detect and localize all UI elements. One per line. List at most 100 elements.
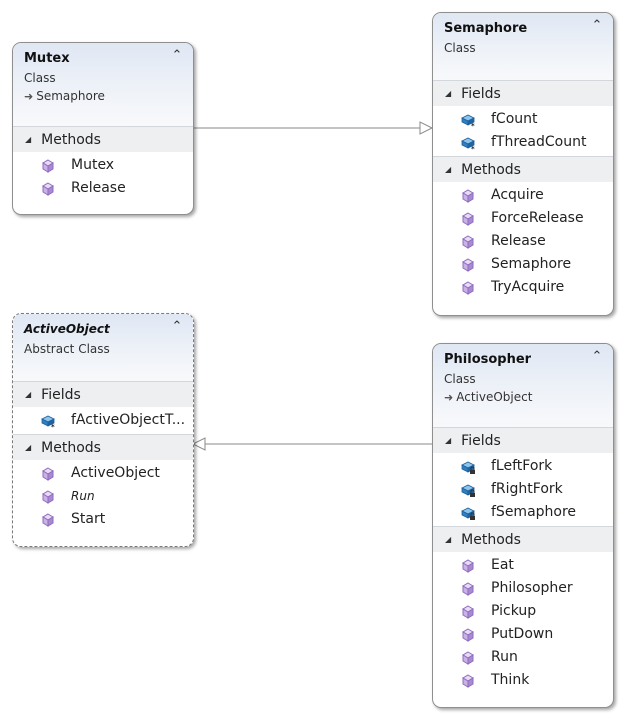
method-cube-icon: [462, 674, 474, 688]
method-item[interactable]: Eat: [433, 554, 613, 577]
section-title: Fields: [461, 86, 501, 102]
method-item[interactable]: Release: [433, 230, 613, 253]
section-header[interactable]: ◢ Fields: [433, 80, 613, 106]
svg-text:*: *: [471, 122, 475, 128]
section-header[interactable]: ◢Methods: [13, 126, 193, 152]
collapse-triangle-icon[interactable]: ◢: [25, 390, 32, 399]
method-cube-icon: [462, 281, 474, 295]
member-name: fLeftFork: [491, 458, 553, 474]
section-title: Fields: [461, 433, 501, 449]
method-cube-icon: [462, 258, 474, 272]
method-cube-icon: [462, 628, 474, 642]
class-philosopher[interactable]: Philosopher Class ➜ActiveObject ⌃ ◢ Field…: [432, 343, 614, 708]
section-header[interactable]: ◢ Methods: [433, 526, 613, 552]
field-item[interactable]: * fThreadCount: [433, 131, 613, 154]
member-name: Think: [491, 672, 530, 688]
field-item[interactable]: fLeftFork: [433, 455, 613, 478]
method-item[interactable]: ForceRelease: [433, 207, 613, 230]
method-item[interactable]: Acquire: [433, 184, 613, 207]
section-header[interactable]: ◢Methods: [13, 434, 193, 460]
class-stereotype: Class: [24, 71, 56, 85]
class-base-type: ➜Semaphore: [24, 87, 182, 106]
class-semaphore-header: Semaphore Class ⌃: [433, 13, 613, 80]
class-stereotype: Abstract Class: [24, 342, 110, 356]
member-name: Mutex: [71, 157, 115, 173]
collapse-icon[interactable]: ⌃: [591, 18, 603, 33]
method-item[interactable]: PutDown: [433, 623, 613, 646]
member-list: * fActiveObjectT...: [13, 407, 193, 434]
collapse-icon[interactable]: ⌃: [591, 349, 603, 364]
method-item[interactable]: Run: [13, 485, 193, 508]
section-title: Methods: [461, 162, 521, 178]
section-fields: ◢ Fields fLeftFork fRightFork fSemaphore: [433, 427, 613, 526]
method-item[interactable]: Start: [13, 508, 193, 531]
svg-text:*: *: [51, 423, 55, 429]
class-name: ActiveObject: [24, 322, 110, 336]
method-item[interactable]: Philosopher: [433, 577, 613, 600]
section-title: Methods: [461, 532, 521, 548]
method-item[interactable]: Release: [13, 177, 193, 200]
method-cube-icon: [462, 651, 474, 665]
section-fields: ◢Fields*fCount*fThreadCount: [433, 80, 613, 156]
collapse-triangle-icon[interactable]: ◢: [445, 89, 452, 98]
class-name: Mutex: [24, 51, 70, 66]
collapse-triangle-icon[interactable]: ◢: [25, 135, 32, 144]
static-field-icon: *: [41, 415, 55, 429]
field-item[interactable]: fRightFork: [433, 478, 613, 501]
inheritance-arrow-icon: ➜: [444, 391, 454, 404]
svg-text:*: *: [471, 145, 475, 151]
method-item[interactable]: Think: [433, 669, 613, 692]
class-semaphore[interactable]: Semaphore Class ⌃ ◢Fields*fCount*fThread…: [432, 12, 614, 316]
member-name: Philosopher: [491, 580, 573, 596]
member-name: ForceRelease: [491, 210, 584, 226]
section-title: Fields: [41, 387, 81, 403]
collapse-triangle-icon[interactable]: ◢: [445, 436, 452, 445]
method-item[interactable]: Pickup: [433, 600, 613, 623]
member-name: fRightFork: [491, 481, 563, 497]
method-item[interactable]: Run: [433, 646, 613, 669]
section-header[interactable]: ◢ Fields: [433, 427, 613, 453]
field-item[interactable]: * fActiveObjectT...: [13, 409, 193, 432]
method-cube-icon: [42, 467, 54, 481]
method-cube-icon: [462, 235, 474, 249]
member-name: fThreadCount: [491, 134, 587, 150]
member-name: fActiveObjectT...: [71, 412, 186, 428]
base-type-label: ActiveObject: [456, 390, 533, 404]
member-name: Run: [71, 489, 95, 503]
method-item[interactable]: TryAcquire: [433, 276, 613, 299]
field-item[interactable]: *fCount: [433, 108, 613, 131]
class-activeobject[interactable]: ActiveObject Abstract Class ⌃ ◢ Fields * fA…: [12, 313, 194, 547]
class-activeobject-header: ActiveObject Abstract Class ⌃: [13, 314, 193, 381]
method-cube-icon: [42, 182, 54, 196]
field-item[interactable]: fSemaphore: [433, 501, 613, 524]
member-name: ActiveObject: [71, 465, 160, 481]
collapse-triangle-icon[interactable]: ◢: [445, 535, 452, 544]
class-name: Philosopher: [444, 352, 532, 367]
section-fields: ◢ Fields * fActiveObjectT...: [13, 381, 193, 434]
collapse-icon[interactable]: ⌃: [171, 319, 183, 334]
member-name: Release: [71, 180, 126, 196]
member-name: Eat: [491, 557, 514, 573]
member-name: fSemaphore: [491, 504, 577, 520]
method-cube-icon: [42, 159, 54, 173]
collapse-triangle-icon[interactable]: ◢: [25, 443, 32, 452]
collapse-icon[interactable]: ⌃: [171, 48, 183, 63]
member-name: Run: [491, 649, 518, 665]
method-item[interactable]: ActiveObject: [13, 462, 193, 485]
class-base-type: ➜ActiveObject: [444, 388, 602, 407]
class-stereotype: Class: [444, 372, 476, 386]
section-header[interactable]: ◢ Methods: [433, 156, 613, 182]
method-item[interactable]: Semaphore: [433, 253, 613, 276]
class-philosopher-header: Philosopher Class ➜ActiveObject ⌃: [433, 344, 613, 427]
member-list: *fCount*fThreadCount: [433, 106, 613, 156]
method-item[interactable]: Mutex: [13, 154, 193, 177]
member-name: Release: [491, 233, 546, 249]
collapse-triangle-icon[interactable]: ◢: [445, 165, 452, 174]
section-header[interactable]: ◢ Fields: [13, 381, 193, 407]
member-name: PutDown: [491, 626, 554, 642]
